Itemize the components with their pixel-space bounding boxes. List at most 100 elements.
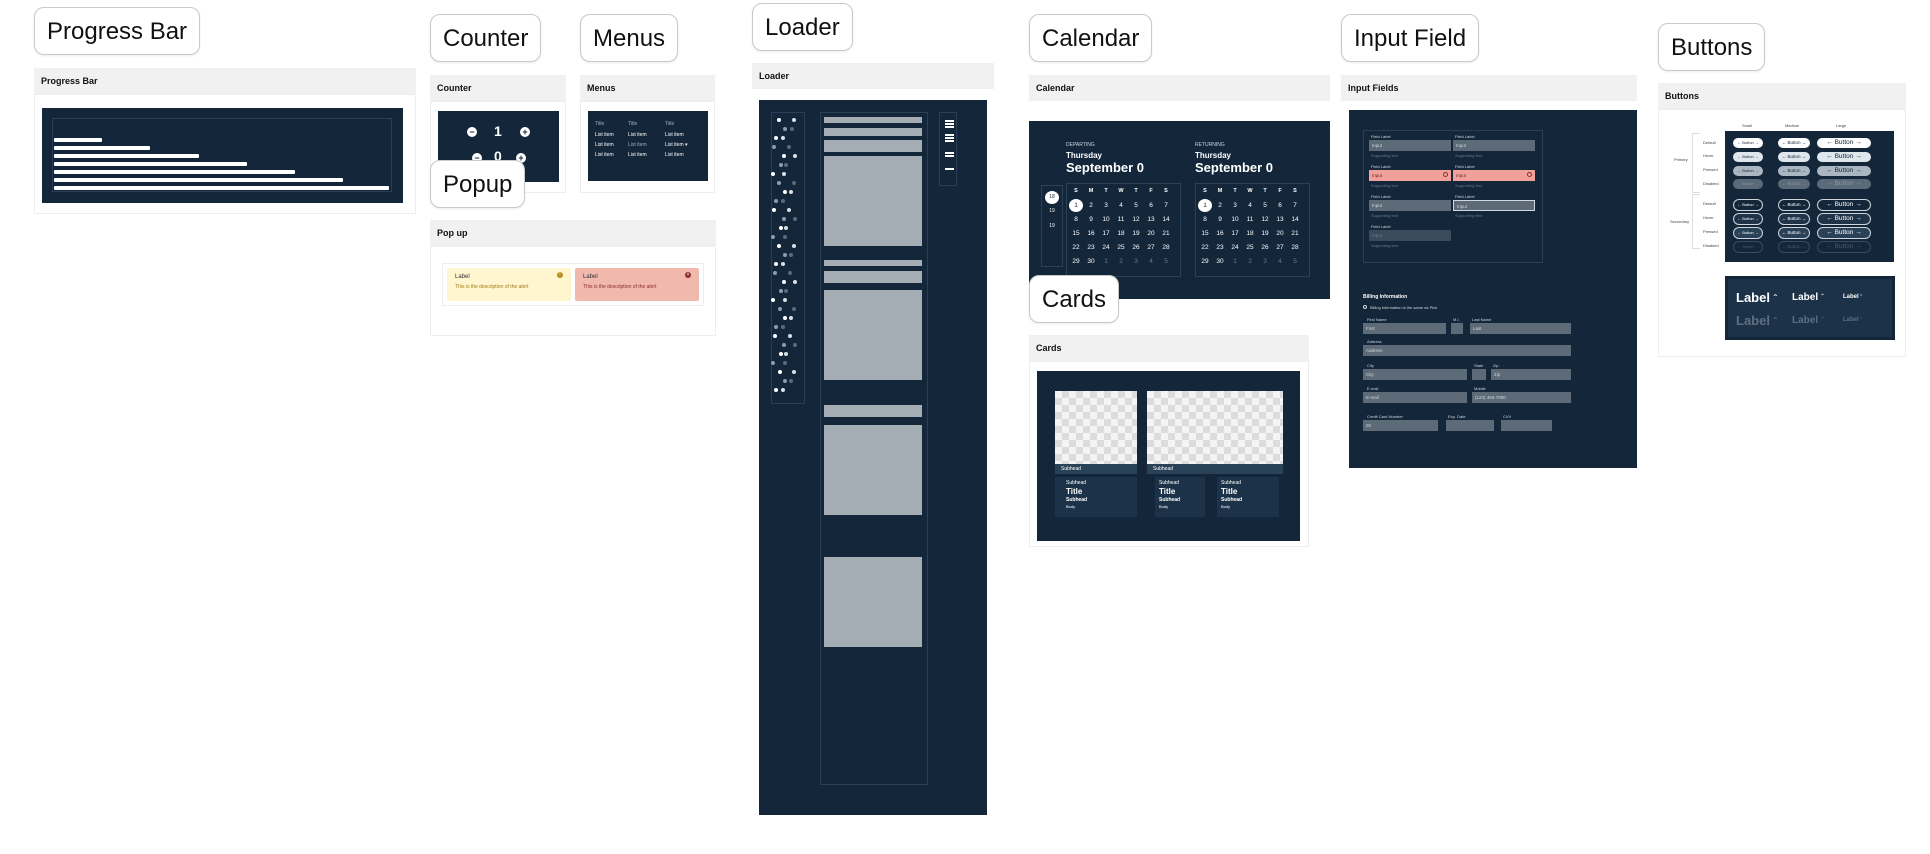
close-icon[interactable]: × [685,272,691,278]
menu-item[interactable]: List item [628,132,647,138]
menu-item[interactable]: List item [665,132,684,138]
secondary-button[interactable]: ← Button → [1778,199,1810,211]
calendar-day[interactable]: 4 [1119,202,1123,209]
counter-plus-button[interactable]: + [520,127,530,137]
calendar-day[interactable]: 11 [1246,216,1254,223]
calendar-day[interactable]: 18 [1246,230,1254,237]
zip-input[interactable]: Zip [1491,369,1571,380]
secondary-button[interactable]: ← Button → [1817,199,1871,211]
calendar-day[interactable]: 6 [1149,202,1153,209]
calendar-day[interactable]: 7 [1164,202,1168,209]
secondary-button[interactable]: ← Button → [1778,227,1810,239]
input-field-error[interactable]: Input [1369,170,1451,181]
secondary-button[interactable]: ← Button → [1733,199,1763,211]
calendar-day[interactable]: 2 [1089,202,1093,209]
menu-item[interactable]: List item [628,152,647,158]
calendar-day[interactable]: 4 [1248,202,1252,209]
calendar-day[interactable]: 27 [1276,244,1284,251]
calendar-day[interactable]: 20 [1276,230,1284,237]
calendar-day[interactable]: 3 [1263,258,1267,265]
city-input[interactable]: City [1363,369,1467,380]
calendar-day[interactable]: 9 [1089,216,1093,223]
calendar-day[interactable]: 8 [1074,216,1078,223]
calendar-day[interactable]: 25 [1117,244,1125,251]
primary-button[interactable]: ← Button → [1733,138,1763,148]
calendar-day[interactable]: 12 [1261,216,1269,223]
calendar-day[interactable]: 2 [1218,202,1222,209]
side-day[interactable]: 19 [1049,223,1055,229]
primary-button[interactable]: ← Button → [1778,138,1810,148]
calendar-day[interactable]: 18 [1117,230,1125,237]
secondary-button[interactable]: ← Button → [1817,227,1871,239]
primary-button[interactable]: ← Button → [1733,166,1763,176]
calendar-day[interactable]: 5 [1164,258,1168,265]
calendar-day[interactable]: 4 [1149,258,1153,265]
calendar-day[interactable]: 26 [1261,244,1269,251]
calendar-day[interactable]: 2 [1248,258,1252,265]
calendar-day[interactable]: 11 [1117,216,1125,223]
menu-item-dropdown[interactable]: List item ▾ [665,142,688,148]
calendar-day[interactable]: 28 [1162,244,1170,251]
calendar-day[interactable]: 21 [1162,230,1170,237]
last-name-input[interactable]: Last [1470,323,1571,334]
calendar-day[interactable]: 9 [1218,216,1222,223]
primary-button[interactable]: ← Button → [1817,152,1871,162]
calendar-day[interactable]: 21 [1291,230,1299,237]
calendar-day[interactable]: 30 [1087,258,1095,265]
secondary-button[interactable]: ← Button → [1733,213,1763,225]
calendar-day[interactable]: 1 [1198,199,1212,212]
primary-button[interactable]: ← Button → [1817,166,1871,176]
menu-item[interactable]: List item [665,152,684,158]
calendar-day[interactable]: 3 [1233,202,1237,209]
calendar-day[interactable]: 20 [1147,230,1155,237]
first-name-input[interactable]: First [1363,323,1446,334]
calendar-day[interactable]: 5 [1293,258,1297,265]
counter-minus-button-2[interactable]: − [472,153,482,163]
mobile-input[interactable]: (123) 456-7890 [1472,392,1571,403]
address-input[interactable]: Address [1363,345,1571,356]
menu-item[interactable]: List item [595,132,614,138]
calendar-day[interactable]: 23 [1216,244,1224,251]
calendar-day[interactable]: 4 [1278,258,1282,265]
calendar-day[interactable]: 29 [1072,258,1080,265]
small-label-button[interactable]: Label [1843,294,1859,300]
calendar-day[interactable]: 10 [1231,216,1239,223]
calendar-day[interactable]: 14 [1162,216,1170,223]
calendar-day[interactable]: 27 [1147,244,1155,251]
primary-button[interactable]: ← Button → [1778,166,1810,176]
calendar-day[interactable]: 16 [1216,230,1224,237]
small-card[interactable]: Subhead Title Subhead Body [1217,477,1279,517]
calendar-day[interactable]: 3 [1134,258,1138,265]
counter-minus-button[interactable]: − [467,127,477,137]
primary-button[interactable]: ← Button → [1778,152,1810,162]
calendar-day[interactable]: 16 [1087,230,1095,237]
calendar-day[interactable]: 14 [1291,216,1299,223]
medium-label-button[interactable]: Label [1792,292,1819,303]
secondary-button[interactable]: ← Button → [1733,227,1763,239]
calendar-day[interactable]: 8 [1203,216,1207,223]
menu-item[interactable]: List item [595,142,614,148]
calendar-day[interactable]: 24 [1231,244,1239,251]
input-field[interactable]: Input [1453,200,1535,211]
calendar-day[interactable]: 17 [1102,230,1110,237]
input-field-error[interactable]: Input [1453,170,1535,181]
exp-date-input[interactable] [1446,420,1494,431]
calendar-day[interactable]: 29 [1201,258,1209,265]
calendar-day[interactable]: 10 [1102,216,1110,223]
calendar-day[interactable]: 26 [1132,244,1140,251]
calendar-day[interactable]: 24 [1102,244,1110,251]
calendar-day[interactable]: 22 [1072,244,1080,251]
calendar-day[interactable]: 13 [1276,216,1284,223]
side-day[interactable]: 18 [1045,191,1059,204]
calendar-day[interactable]: 12 [1132,216,1140,223]
calendar-day[interactable]: 1 [1069,199,1083,212]
calendar-day[interactable]: 13 [1147,216,1155,223]
calendar-day[interactable]: 1 [1233,258,1237,265]
calendar-day[interactable]: 7 [1293,202,1297,209]
big-label-button[interactable]: Label [1736,290,1770,305]
calendar-day[interactable]: 17 [1231,230,1239,237]
cvv-input[interactable] [1501,420,1552,431]
calendar-day[interactable]: 30 [1216,258,1224,265]
calendar-day[interactable]: 25 [1246,244,1254,251]
calendar-day[interactable]: 19 [1132,230,1140,237]
